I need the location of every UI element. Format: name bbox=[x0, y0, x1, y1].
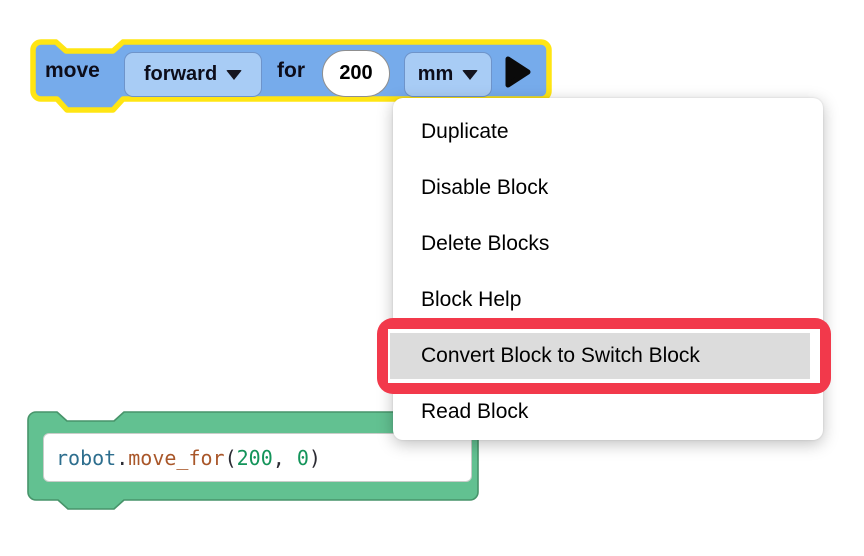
move-label: move bbox=[45, 59, 100, 82]
menu-item-block-help[interactable]: Block Help bbox=[421, 288, 522, 311]
chevron-down-icon bbox=[226, 69, 243, 80]
for-label: for bbox=[277, 59, 305, 82]
direction-dropdown[interactable]: forward bbox=[124, 52, 262, 97]
code-block[interactable]: robot.move_for(200, 0) bbox=[24, 408, 484, 520]
move-block-content: move forward for 200 mm bbox=[23, 42, 559, 99]
code-text: robot.move_for(200, 0) bbox=[56, 445, 321, 470]
chevron-down-icon bbox=[462, 69, 479, 80]
menu-item-disable-block[interactable]: Disable Block bbox=[421, 176, 549, 199]
menu-item-read-block[interactable]: Read Block bbox=[421, 400, 529, 423]
unit-dropdown[interactable]: mm bbox=[404, 52, 492, 97]
play-icon[interactable] bbox=[504, 55, 532, 89]
direction-dropdown-value: forward bbox=[143, 63, 218, 85]
move-block[interactable]: move forward for 200 mm bbox=[23, 32, 563, 127]
code-field: robot.move_for(200, 0) bbox=[43, 433, 472, 482]
menu-item-convert-to-switch[interactable]: Convert Block to Switch Block bbox=[390, 333, 810, 379]
unit-dropdown-value: mm bbox=[417, 63, 454, 85]
highlight-annotation: Convert Block to Switch Block bbox=[377, 318, 831, 394]
menu-item-delete-blocks[interactable]: Delete Blocks bbox=[421, 232, 550, 255]
distance-value: 200 bbox=[339, 62, 373, 84]
highlight-annotation-inner: Convert Block to Switch Block bbox=[388, 329, 820, 383]
menu-item-duplicate[interactable]: Duplicate bbox=[421, 120, 509, 143]
distance-input[interactable]: 200 bbox=[322, 50, 390, 97]
